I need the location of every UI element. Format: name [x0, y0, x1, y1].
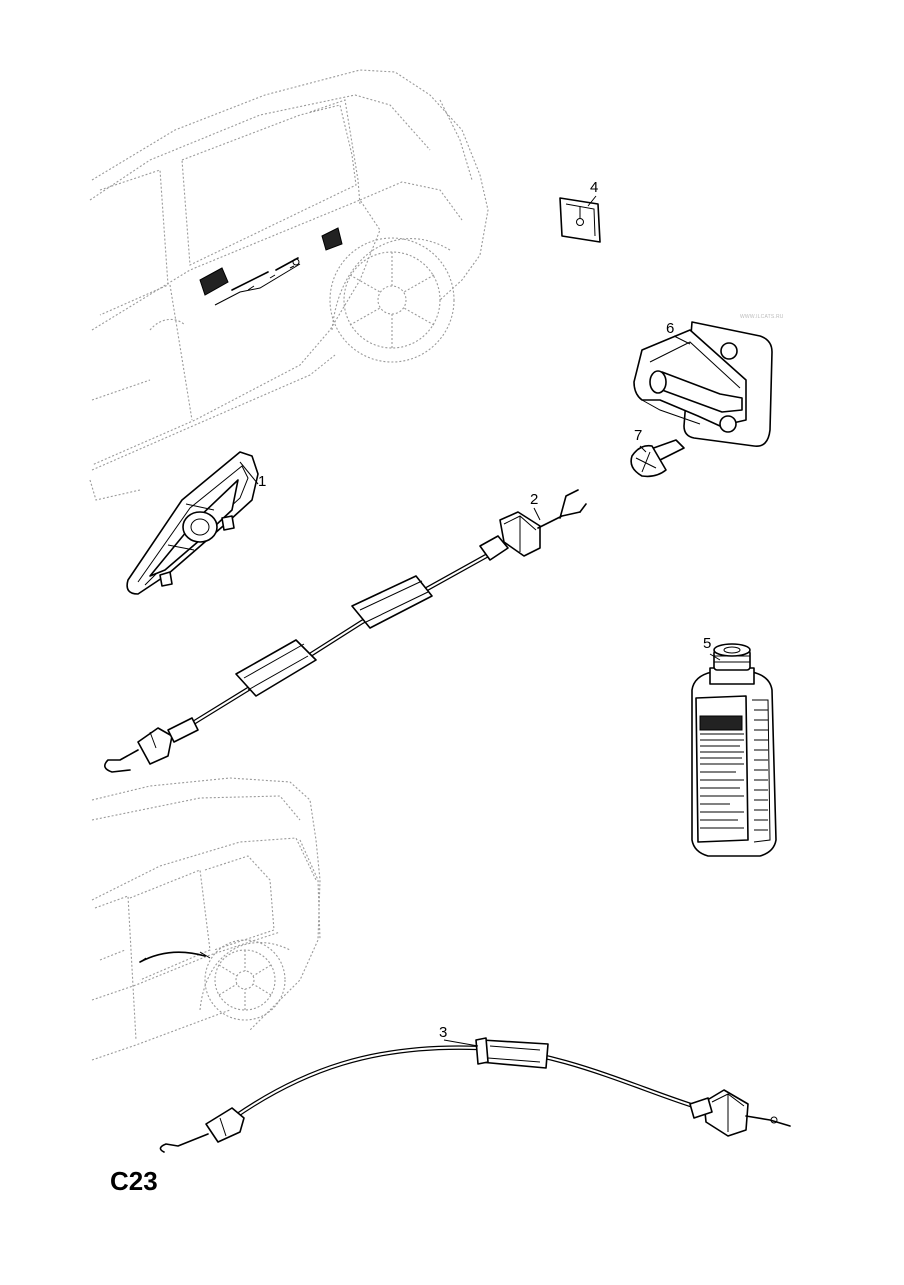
watermark: WWW.ILCATS.RU — [740, 314, 784, 320]
callout-1: 1 — [258, 473, 267, 490]
estate-car-phantom — [91, 777, 321, 1061]
callout-7: 7 — [634, 427, 643, 444]
part-2-cable — [104, 489, 587, 773]
part-7-screw — [630, 439, 685, 478]
callout-6: 6 — [666, 320, 675, 337]
callout-3: 3 — [439, 1024, 448, 1041]
leader-lines — [239, 195, 721, 1047]
part-4-clip — [559, 197, 601, 243]
callout-4: 4 — [590, 179, 599, 196]
part-1-handle-housing — [126, 451, 259, 595]
sheet-code: C23 — [110, 1166, 158, 1196]
callout-2: 2 — [530, 491, 539, 508]
hatchback-car-phantom — [89, 69, 489, 501]
part-3-cable — [159, 1037, 791, 1153]
callout-5: 5 — [703, 635, 712, 652]
part-5-bottle — [691, 643, 777, 857]
part-6-striker — [633, 321, 773, 447]
